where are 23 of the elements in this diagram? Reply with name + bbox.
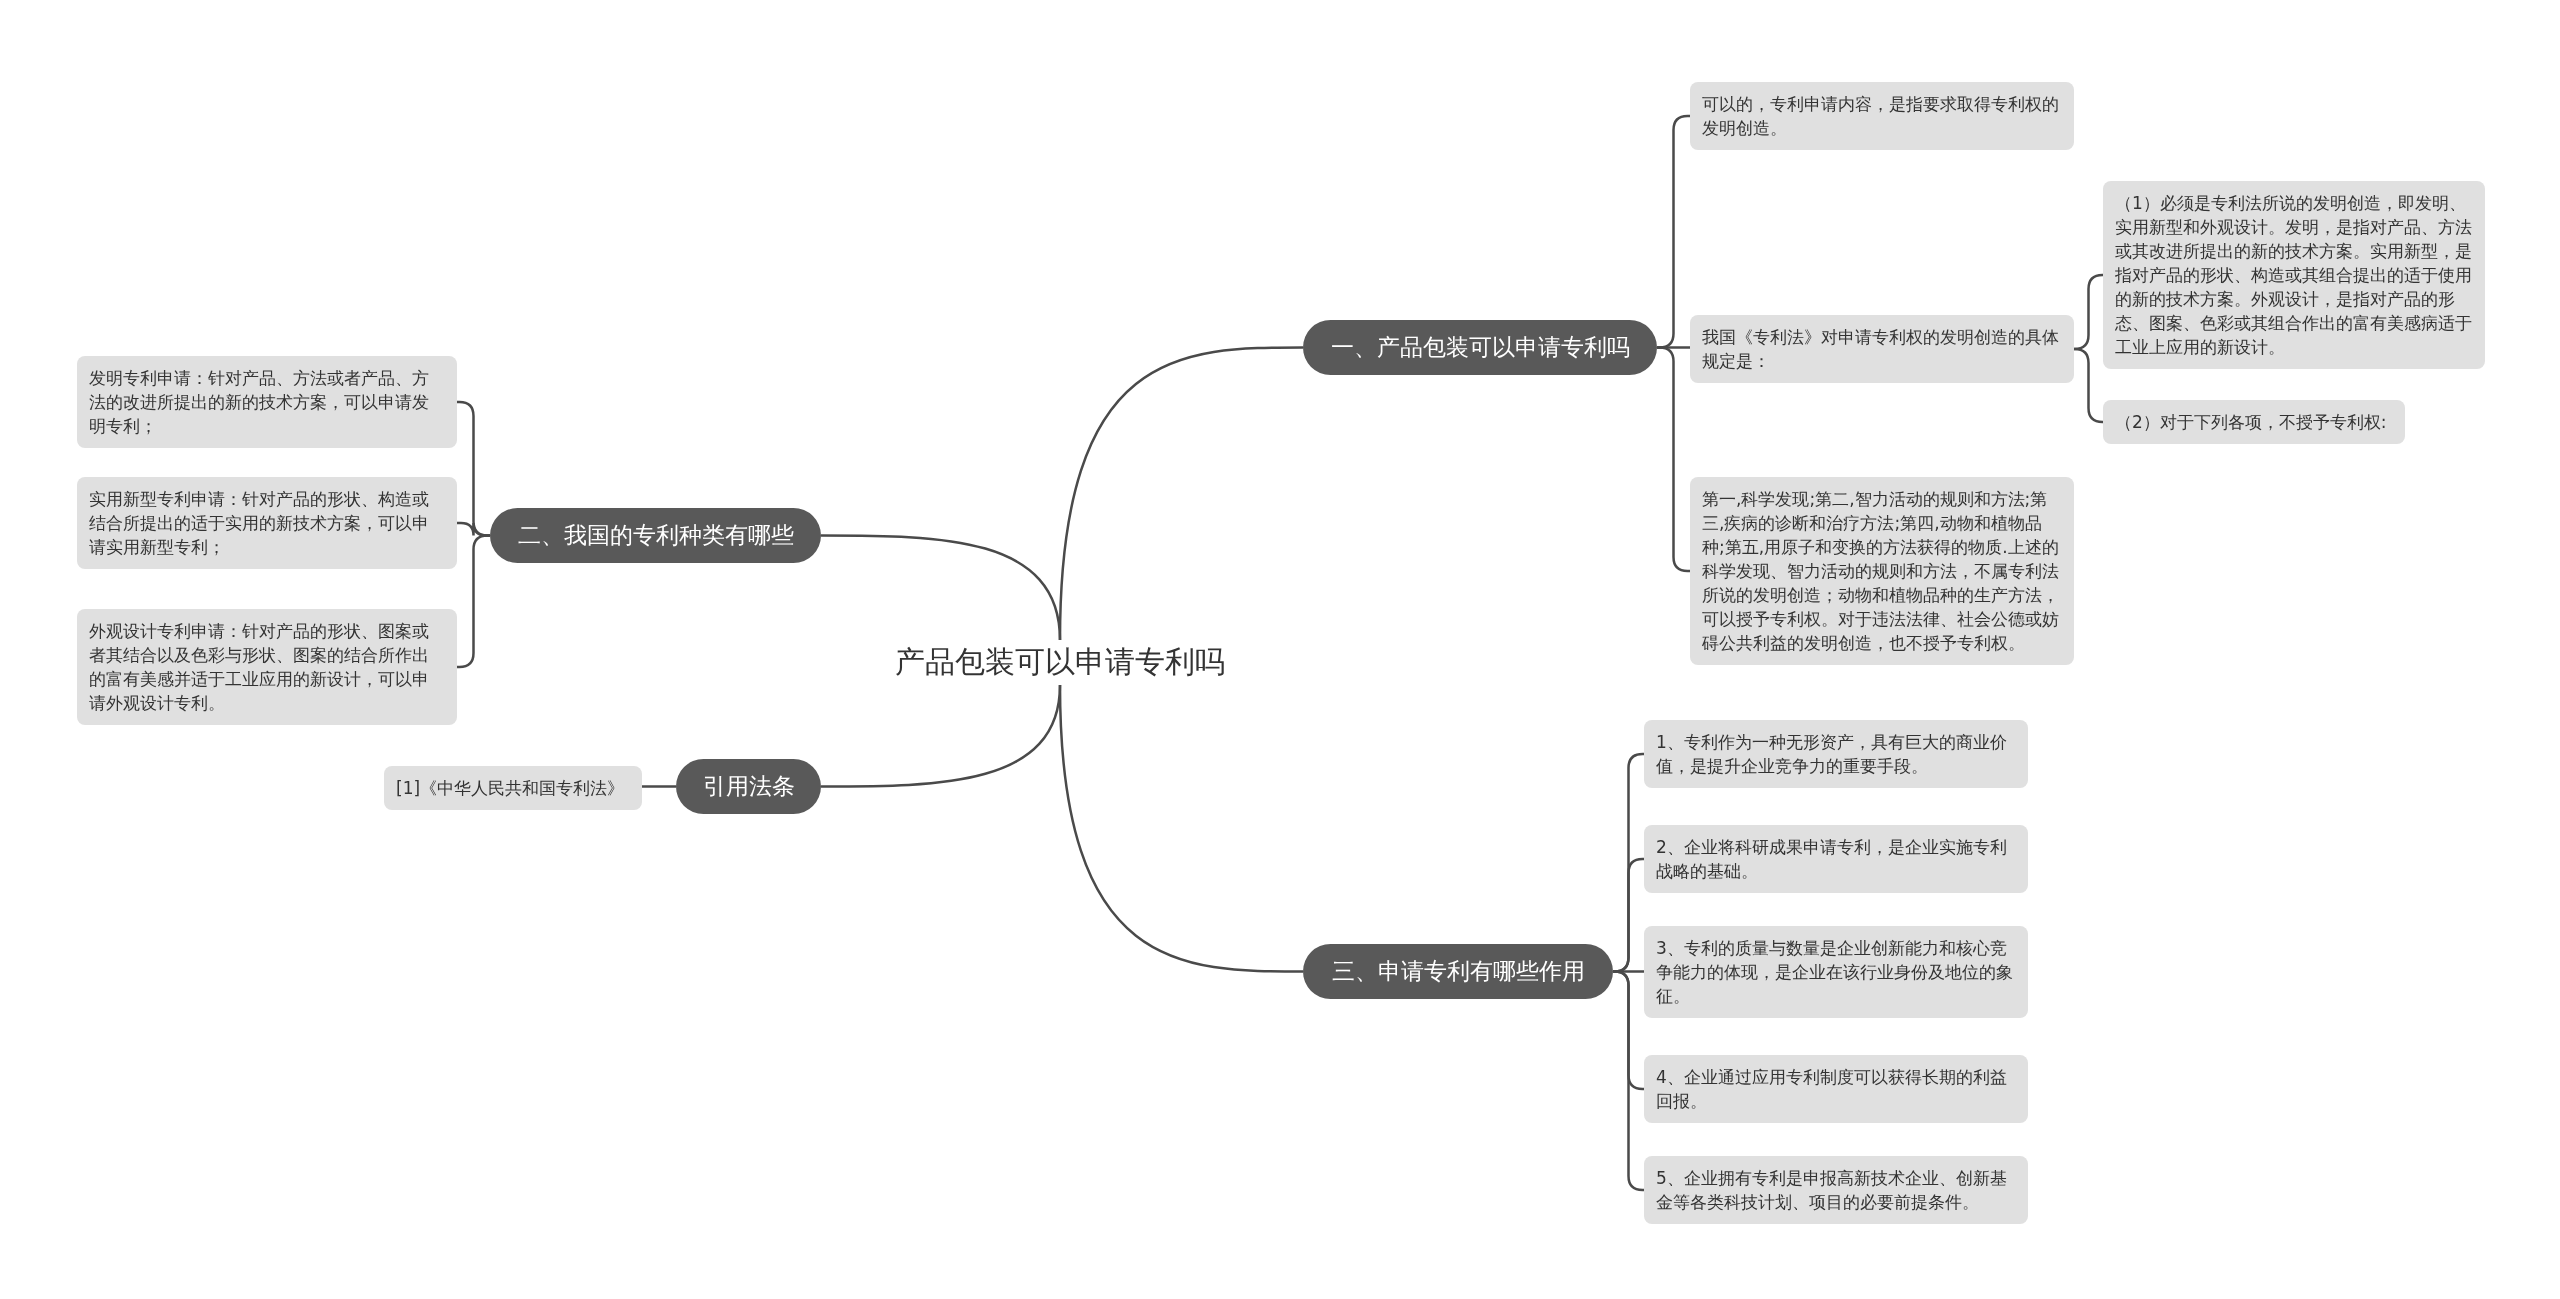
subtopic-card: （1）必须是专利法所说的发明创造，即发明、实用新型和外观设计。发明，是指对产品、方法或其改进所提出的新的技术方案。实用新型，是指对产品的形状、构造或其组合提出的适于使用的新的技术方案。外观设计，是指对产品的形态、图案、色彩或其组合作出的富有美感病适于工业上应用的新设计。 (2103, 181, 2485, 369)
subtopic-card: 第一,科学发现;第二,智力活动的规则和方法;第三,疾病的诊断和治疗方法;第四,动物和植物品种;第五,用原子和变换的方法获得的物质.上述的科学发现、智力活动的规则和方法，不属专利法所说的发明创造；动物和植物品种的生产方法，可以授予专利权。对于违法法律、社会公德或妨碍公共利益的发明创造，也不授予专利权。 (1690, 477, 2074, 665)
subtopic-card: 实用新型专利申请：针对产品的形状、构造或结合所提出的适于实用的新技术方案，可以申请实用新型专利； (77, 477, 457, 569)
connector-line (821, 684, 1062, 788)
branch-topic: 二、我国的专利种类有哪些 (490, 508, 821, 563)
subtopic-card: 可以的，专利申请内容，是指要求取得专利权的发明创造。 (1690, 82, 2074, 150)
subtopic-card: 2、企业将科研成果申请专利，是企业实施专利战略的基础。 (1644, 825, 2028, 893)
connector-line (821, 534, 1062, 641)
connector-line (642, 785, 676, 788)
subtopic-card: [1]《中华人民共和国专利法》 (384, 766, 642, 810)
branch-topic: 一、产品包装可以申请专利吗 (1303, 320, 1657, 375)
central-topic: 产品包装可以申请专利吗 (880, 636, 1240, 689)
subtopic-card: 我国《专利法》对申请专利权的发明创造的具体规定是： (1690, 315, 2074, 383)
connector-line (2073, 347, 2104, 424)
subtopic-card: 3、专利的质量与数量是企业创新能力和核心竞争能力的体现，是企业在该行业身份及地位的象征。 (1644, 926, 2028, 1018)
subtopic-card: 1、专利作为一种无形资产，具有巨大的商业价值，是提升企业竞争力的重要手段。 (1644, 720, 2028, 788)
branch-topic: 引用法条 (676, 759, 821, 814)
subtopic-card: 外观设计专利申请：针对产品的形状、图案或者其结合以及色彩与形状、图案的结合所作出的富有美感并适于工业应用的新设计，可以申请外观设计专利。 (77, 609, 457, 725)
subtopic-card: 发明专利申请：针对产品、方法或者产品、方法的改进所提出的新的技术方案，可以申请发明专利； (77, 356, 457, 448)
subtopic-card: 4、企业通过应用专利制度可以获得长期的利益回报。 (1644, 1055, 2028, 1123)
branch-topic: 三、申请专利有哪些作用 (1303, 944, 1613, 999)
subtopic-card: （2）对于下列各项，不授予专利权: (2103, 400, 2405, 444)
subtopic-card: 5、企业拥有专利是申报高新技术企业、创新基金等各类科技计划、项目的必要前提条件。 (1644, 1156, 2028, 1224)
